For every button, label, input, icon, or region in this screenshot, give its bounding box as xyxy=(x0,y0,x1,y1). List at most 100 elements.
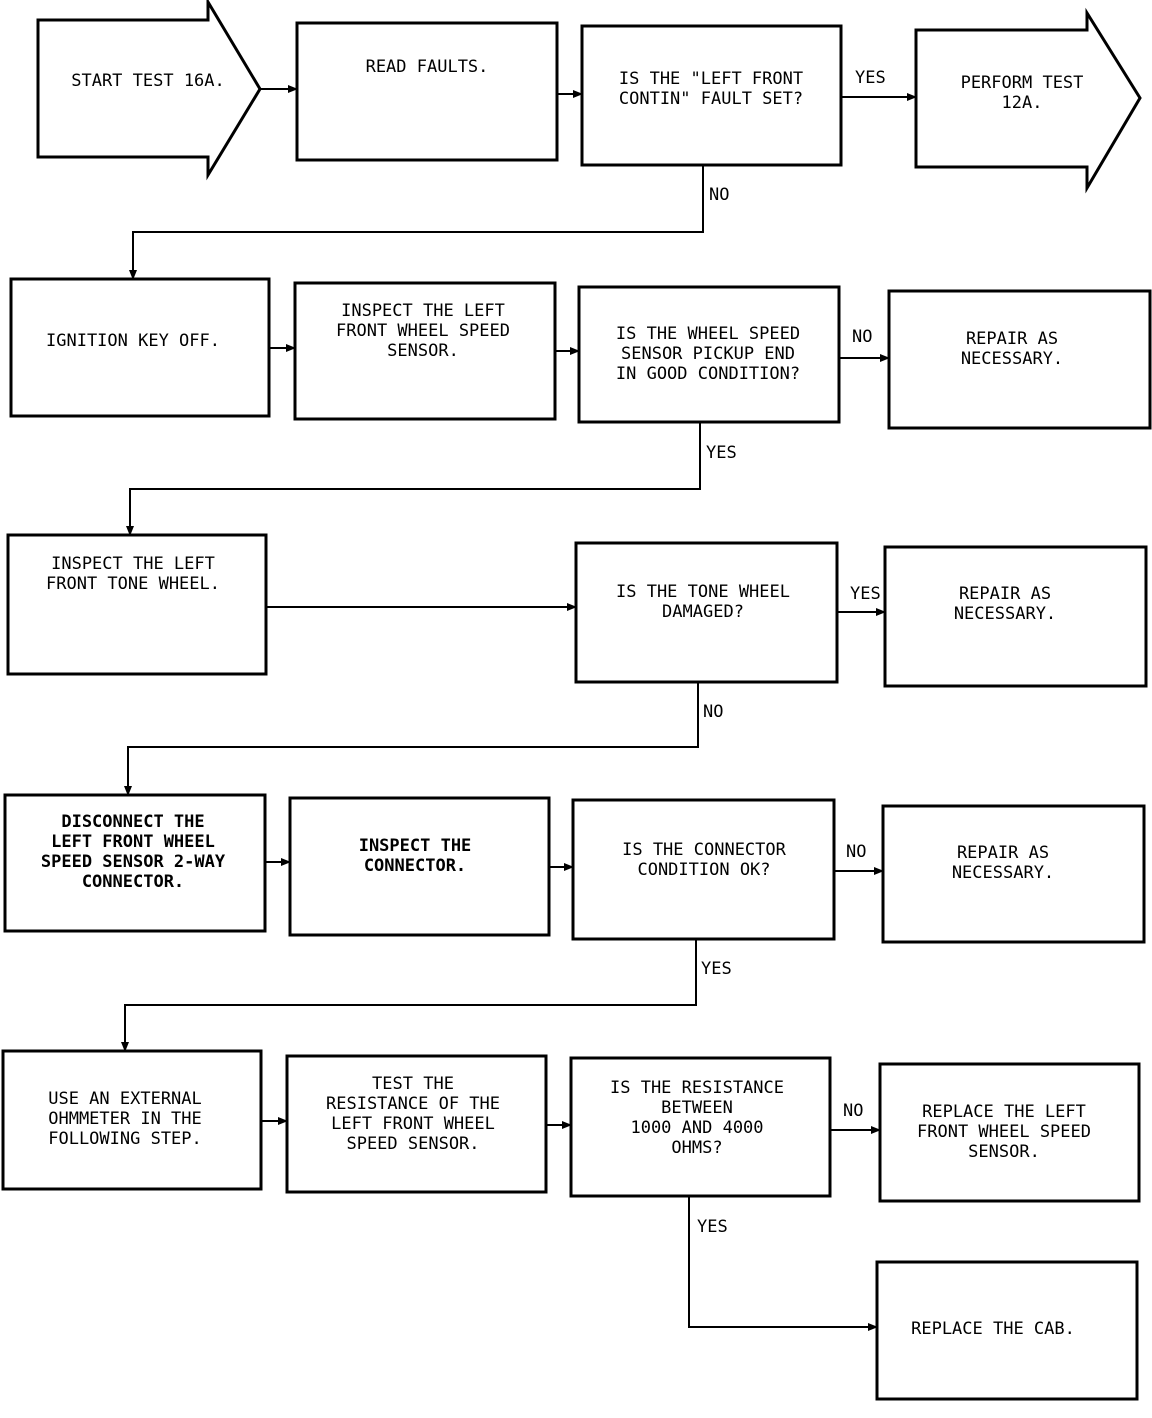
repair-box-1-text-line: REPAIR AS xyxy=(966,329,1058,349)
decision-left-front-contin-text-line: CONTIN" FAULT SET? xyxy=(619,89,803,109)
test-resistance-text-line: TEST THE xyxy=(372,1074,454,1094)
repair-box-1-text-line: NECESSARY. xyxy=(961,349,1063,369)
start-text-line: START TEST 16A. xyxy=(71,71,225,91)
edge-label-yes: YES xyxy=(697,1217,728,1237)
start-text: START TEST 16A. xyxy=(71,71,225,91)
decision-left-front-contin-text-line: IS THE "LEFT FRONT xyxy=(619,69,803,89)
connector-decision5-yes xyxy=(688,1196,878,1331)
inspect-sensor-text-line: FRONT WHEEL SPEED xyxy=(336,321,510,341)
use-ohmmeter-text-line: OHMMETER IN THE xyxy=(48,1109,202,1129)
edge-label-yes: YES xyxy=(701,959,732,979)
edge-label-yes: YES xyxy=(855,68,886,88)
decision-pickup-end-text-line: IS THE WHEEL SPEED xyxy=(616,324,800,344)
inspect-connector-text-line: CONNECTOR. xyxy=(364,856,466,876)
edge-label-no: NO xyxy=(709,185,729,205)
test-resistance-text-line: SPEED SENSOR. xyxy=(346,1134,479,1154)
decision-tone-damaged-text-line: IS THE TONE WHEEL xyxy=(616,582,790,602)
inspect-connector-text-line: INSPECT THE xyxy=(359,836,472,856)
ignition-off-text-line: IGNITION KEY OFF. xyxy=(46,331,220,351)
read-faults-box: READ FAULTS. xyxy=(295,21,559,162)
edge-label-no: NO xyxy=(846,842,866,862)
replace-cab-text: REPLACE THE CAB. xyxy=(911,1319,1075,1339)
replace-cab-box: REPLACE THE CAB. xyxy=(875,1260,1139,1401)
test-resistance-text-line: RESISTANCE OF THE xyxy=(326,1094,500,1114)
decision-resistance-text-line: OHMS? xyxy=(671,1138,722,1158)
disconnect-text-line: LEFT FRONT WHEEL xyxy=(51,832,215,852)
disconnect-text-line: DISCONNECT THE xyxy=(61,812,204,832)
edge-label-no: NO xyxy=(703,702,723,722)
edge-label-no: NO xyxy=(852,327,872,347)
decision-tone-damaged-text-line: DAMAGED? xyxy=(662,602,744,622)
replace-cab-text-line: REPLACE THE CAB. xyxy=(911,1319,1075,1339)
replace-sensor-text-line: FRONT WHEEL SPEED xyxy=(917,1122,1091,1142)
edge-label-yes: YES xyxy=(850,584,881,604)
repair-box-2-text-line: NECESSARY. xyxy=(954,604,1056,624)
start-node: START TEST 16A. xyxy=(36,0,262,181)
inspect-tone-text-line: INSPECT THE LEFT xyxy=(51,554,215,574)
perform-test-12a-text-line: PERFORM TEST xyxy=(961,73,1084,93)
read-faults-text: READ FAULTS. xyxy=(366,57,489,77)
connector-decision4-yes xyxy=(121,939,697,1052)
disconnect-text-line: CONNECTOR. xyxy=(82,872,184,892)
decision-pickup-end-text-line: IN GOOD CONDITION? xyxy=(616,364,800,384)
ignition-off-text: IGNITION KEY OFF. xyxy=(46,331,220,351)
edge-label-no: NO xyxy=(843,1101,863,1121)
repair-box-2-text-line: REPAIR AS xyxy=(959,584,1051,604)
disconnect-text-line: SPEED SENSOR 2-WAY xyxy=(41,852,226,872)
decision-connector-ok-text-line: IS THE CONNECTOR xyxy=(622,840,787,860)
inspect-sensor-text-line: INSPECT THE LEFT xyxy=(341,301,505,321)
use-ohmmeter-text-line: USE AN EXTERNAL xyxy=(48,1089,202,1109)
replace-sensor-text-line: SENSOR. xyxy=(968,1142,1040,1162)
read-faults-text-line: READ FAULTS. xyxy=(366,57,489,77)
inspect-sensor-text-line: SENSOR. xyxy=(387,341,459,361)
perform-test-12a-text-line: 12A. xyxy=(1002,93,1043,113)
ignition-off-box: IGNITION KEY OFF. xyxy=(9,277,271,418)
test-resistance-text-line: LEFT FRONT WHEEL xyxy=(331,1114,495,1134)
connector-decision3-no xyxy=(124,682,699,796)
decision-resistance-text-line: 1000 AND 4000 xyxy=(630,1118,763,1138)
replace-sensor-text-line: REPLACE THE LEFT xyxy=(922,1102,1086,1122)
decision-resistance-text-line: IS THE RESISTANCE xyxy=(610,1078,784,1098)
use-ohmmeter-text-line: FOLLOWING STEP. xyxy=(48,1129,202,1149)
decision-resistance-text-line: BETWEEN xyxy=(661,1098,733,1118)
inspect-tone-text-line: FRONT TONE WHEEL. xyxy=(46,574,220,594)
connector-decision2-yes xyxy=(126,422,701,536)
connector-decision1-no xyxy=(129,165,704,280)
repair-box-3-text-line: NECESSARY. xyxy=(952,863,1054,883)
decision-connector-ok-text-line: CONDITION OK? xyxy=(637,860,770,880)
edge-label-yes: YES xyxy=(706,443,737,463)
